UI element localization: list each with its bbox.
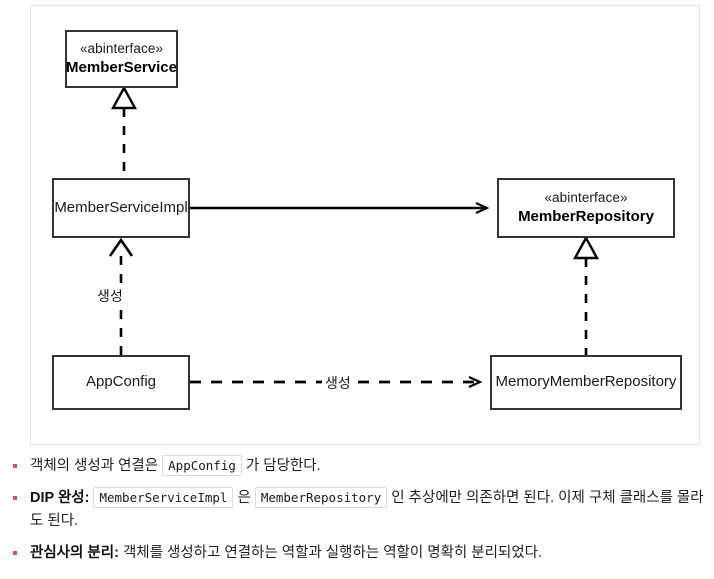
note-text: 인 추상에만 의존하면 된다. 이제 구체 클래스를 몰라도 된다. xyxy=(30,490,704,529)
note-item-lead: DIP 완성: xyxy=(30,490,90,507)
member-repository-name: MemberRepository xyxy=(518,207,654,225)
note-text: 객체를 생성하고 연결하는 역할과 실행하는 역할이 명확히 분리되었다. xyxy=(122,545,543,562)
memory-member-repository-name: MemoryMemberRepository xyxy=(495,373,677,391)
uml-node-app-config: AppConfig xyxy=(52,355,190,410)
note-item: 객체의 생성과 연결은 AppConfig 가 담당한다. xyxy=(0,455,714,477)
note-text: 가 담당한다. xyxy=(241,458,321,474)
edge-label-create-vertical: 생성 xyxy=(94,286,126,306)
uml-node-member-service-impl: MemberServiceImpl xyxy=(52,178,190,238)
note-text: 객체의 생성과 연결은 xyxy=(30,458,163,474)
member-repository-stereotype: «abinterface» xyxy=(544,189,628,205)
note-inline-code: MemberRepository xyxy=(254,487,388,509)
note-inline-code: AppConfig xyxy=(162,455,242,476)
notes-list: 객체의 생성과 연결은 AppConfig 가 담당한다. DIP 완성: Mem… xyxy=(0,455,714,575)
edge-label-create-horizontal: 생성 xyxy=(322,373,354,393)
uml-node-member-service: «abinterface» MemberService xyxy=(65,30,178,88)
member-service-name: MemberService xyxy=(66,58,177,76)
note-text: 은 xyxy=(233,490,255,507)
uml-node-memory-member-repository: MemoryMemberRepository xyxy=(490,355,682,410)
note-item: 관심사의 분리: 객체를 생성하고 연결하는 역할과 실행하는 역할이 명확히 … xyxy=(0,542,714,564)
note-item: DIP 완성: MemberServiceImpl 은 MemberReposi… xyxy=(0,487,714,532)
app-config-name: AppConfig xyxy=(85,373,157,391)
note-item-lead: 관심사의 분리: xyxy=(30,545,119,562)
uml-node-member-repository: «abinterface» MemberRepository xyxy=(497,178,675,238)
member-service-stereotype: «abinterface» xyxy=(79,40,164,56)
note-inline-code: MemberServiceImpl xyxy=(93,487,234,509)
member-service-impl-name: MemberServiceImpl xyxy=(54,198,188,216)
